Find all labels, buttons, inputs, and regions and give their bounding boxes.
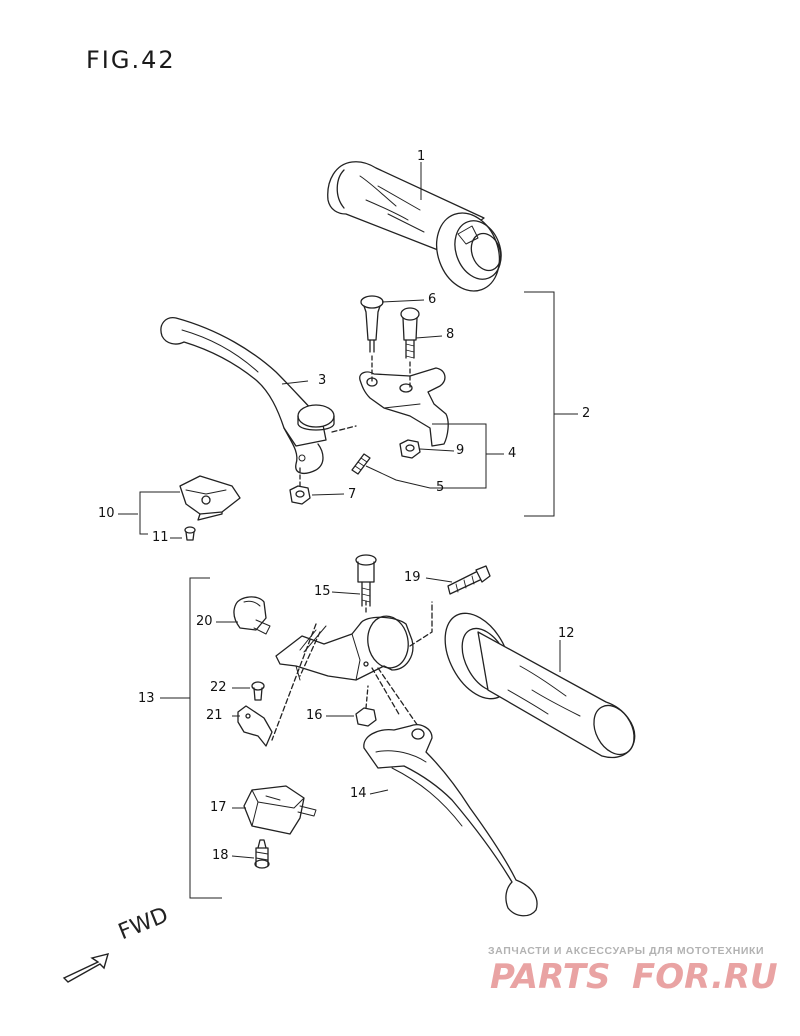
screw-18-drawing (254, 839, 270, 869)
callout-3: 3 (318, 373, 327, 388)
watermark-brand-left: PARTS (490, 957, 610, 996)
nut-9-drawing (399, 439, 421, 459)
left-grip-drawing (327, 161, 502, 292)
screw-11-drawing (184, 526, 196, 541)
screw-22-drawing (251, 681, 265, 701)
figure-title: FIG.42 (86, 46, 176, 74)
callout-2: 2 (582, 406, 591, 421)
callout-15: 15 (314, 584, 331, 599)
callout-8: 8 (446, 327, 455, 342)
callout-20: 20 (196, 614, 213, 629)
clutch-lever-drawing (160, 317, 357, 475)
callout-5: 5 (436, 480, 445, 495)
callout-17: 17 (210, 800, 227, 815)
nut-16-drawing (355, 685, 377, 727)
lever-holder-drawing (359, 367, 449, 447)
callout-14: 14 (350, 786, 367, 801)
callout-22: 22 (210, 680, 227, 695)
bolt-19-drawing (447, 565, 491, 595)
bolt-15-drawing (355, 554, 377, 607)
callout-4: 4 (508, 446, 517, 461)
watermark-brand-right: FOR.RU (632, 957, 778, 996)
callout-18: 18 (212, 848, 229, 863)
callout-9: 9 (456, 443, 465, 458)
bracket-21-drawing (237, 705, 273, 747)
right-grip-drawing (444, 612, 636, 759)
callout-19: 19 (404, 570, 421, 585)
callout-16: 16 (306, 708, 323, 723)
callout-10: 10 (98, 506, 115, 521)
set-screw-5-drawing (351, 453, 371, 475)
brake-lever-drawing (363, 724, 538, 917)
callout-6: 6 (428, 292, 437, 307)
switch-17-drawing (243, 785, 317, 835)
callout-1: 1 (417, 149, 426, 164)
switch-20-drawing (233, 596, 271, 635)
lever-holder-13-drawing (275, 597, 433, 681)
callout-13: 13 (138, 691, 155, 706)
callout-7: 7 (348, 487, 357, 502)
callout-11: 11 (152, 530, 169, 545)
switch-10-drawing (179, 475, 241, 521)
callout-21: 21 (206, 708, 223, 723)
nut-7-drawing (289, 467, 311, 505)
watermark-tagline: ЗАПЧАСТИ И АКСЕССУАРЫ ДЛЯ МОТОТЕХНИКИ (488, 945, 765, 957)
bolt-6-drawing (360, 295, 384, 383)
callout-12: 12 (558, 626, 575, 641)
bolt-8-drawing (400, 307, 420, 389)
watermark-logo: PARTS FOR.RU (490, 957, 778, 996)
